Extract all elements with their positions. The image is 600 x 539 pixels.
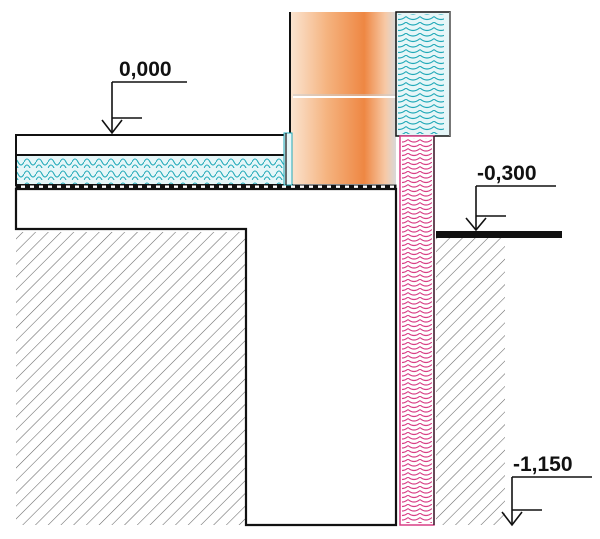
- level-marker-ground: -0,300: [465, 162, 556, 232]
- level-label-ground: -0,300: [477, 162, 537, 185]
- floor-insulation-pattern: [17, 156, 291, 184]
- perimeter-insulation-pattern: [402, 138, 432, 523]
- soil-hatch-left: [16, 232, 246, 525]
- edge-insulation-strip: [283, 132, 293, 186]
- level-marker-foundation: -1,150: [501, 453, 592, 527]
- ground-line: [436, 231, 562, 238]
- facade-insulation-pattern: [398, 14, 444, 134]
- level-marker-floor: 0,000: [101, 58, 187, 135]
- level-label-floor: 0,000: [119, 58, 172, 81]
- soil-hatch-right: [436, 236, 505, 525]
- level-label-foundation: -1,150: [513, 453, 573, 476]
- floor-slab: [15, 134, 289, 156]
- foundation-wall: [14, 187, 398, 527]
